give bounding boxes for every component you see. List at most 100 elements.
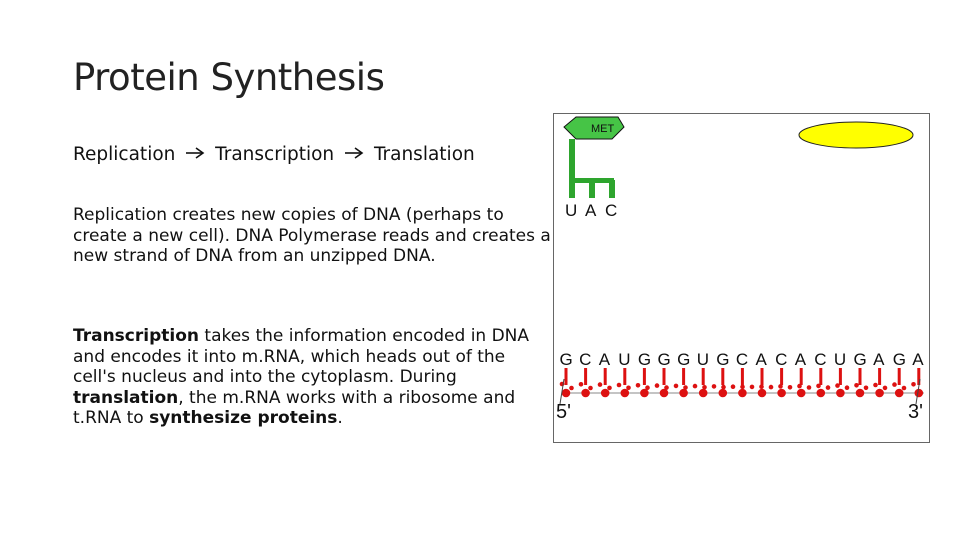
mrna-nucleotide-dot bbox=[796, 388, 806, 398]
mrna-backbone-dot bbox=[873, 382, 878, 388]
mrna-backbone-dot bbox=[730, 384, 736, 390]
mrna-backbone-dot bbox=[844, 385, 850, 391]
mrna-nucleotide-dot bbox=[816, 388, 826, 398]
mrna-base-stem bbox=[799, 368, 803, 385]
mrna-backbone-dot bbox=[664, 385, 669, 390]
trna-prong bbox=[609, 180, 615, 198]
mrna-base-stem bbox=[584, 368, 588, 385]
flow-step-translation: Translation bbox=[373, 144, 475, 165]
trna-head bbox=[563, 116, 625, 140]
mrna-backbone-dot bbox=[854, 383, 859, 388]
mrna-base-letter: C bbox=[579, 350, 591, 369]
mrna-nucleotide-dot bbox=[855, 388, 865, 398]
transcription-paragraph: Transcription takes the information enco… bbox=[73, 326, 553, 429]
mrna-base-stem bbox=[642, 368, 646, 385]
mrna-backbone-dot bbox=[806, 385, 812, 390]
mrna-nucleotide-dot bbox=[620, 388, 630, 398]
mrna-nucleotide-dot bbox=[581, 388, 590, 398]
mrna-base-stem bbox=[838, 368, 842, 385]
mrna-backbone-dot bbox=[778, 384, 783, 389]
right-arrow-icon bbox=[340, 144, 368, 165]
mrna-nucleotide-dot bbox=[875, 388, 884, 398]
mrna-nucleotide-dot bbox=[679, 388, 688, 398]
replication-paragraph: Replication creates new copies of DNA (p… bbox=[73, 205, 551, 266]
mrna-base-stem bbox=[760, 368, 764, 385]
mrna-base-stem bbox=[740, 368, 744, 385]
anticodon-base: C bbox=[605, 201, 617, 220]
mrna-base-letter: C bbox=[775, 350, 787, 369]
mrna-base-stem bbox=[819, 368, 823, 385]
mrna-backbone-dot bbox=[768, 384, 774, 390]
mrna-backbone-dot bbox=[654, 383, 660, 388]
mrna-nucleotide-dot bbox=[698, 388, 708, 398]
mrna-backbone-dot bbox=[673, 383, 679, 389]
mrna-backbone-dot bbox=[911, 382, 916, 387]
flow-step-transcription: Transcription bbox=[215, 144, 335, 165]
slide-title: Protein Synthesis bbox=[73, 56, 385, 99]
trna-prong bbox=[569, 180, 575, 198]
mrna-end-tick bbox=[559, 378, 565, 405]
mrna-base-letter: G bbox=[658, 350, 671, 369]
mrna-base-stem bbox=[682, 368, 686, 385]
mrna-backbone-dot bbox=[863, 385, 869, 391]
mrna-backbone-dot bbox=[607, 385, 612, 391]
mrna-nucleotide-dot bbox=[738, 388, 747, 398]
trna-label: MET bbox=[591, 123, 615, 135]
mrna-base-letter: G bbox=[893, 350, 906, 369]
mrna-base-letter: A bbox=[873, 350, 885, 369]
mrna-base-stem bbox=[701, 368, 705, 385]
mrna-nucleotide-dot bbox=[914, 388, 924, 398]
mrna-nucleotide-dot bbox=[718, 388, 728, 398]
mrna-backbone-dot bbox=[645, 385, 650, 391]
term-transcription: Transcription bbox=[73, 326, 199, 346]
mrna-base-stem bbox=[917, 368, 921, 385]
mrna-nucleotide-dot bbox=[777, 388, 786, 398]
mrna-base-letter: C bbox=[814, 350, 826, 369]
trna-stem bbox=[569, 139, 575, 181]
para-text: . bbox=[337, 408, 343, 428]
mrna-base-stem bbox=[564, 368, 568, 385]
mrna-backbone-dot bbox=[578, 382, 584, 387]
mrna-backbone-dot bbox=[635, 383, 641, 388]
mrna-base-letter: U bbox=[697, 350, 709, 369]
mrna-base-stem bbox=[662, 368, 666, 385]
mrna-base-stem bbox=[858, 368, 862, 385]
right-arrow-icon bbox=[181, 144, 209, 165]
mrna-base-stem bbox=[897, 368, 901, 385]
mrna-backbone-dot bbox=[616, 382, 622, 388]
mrna-backbone-dot bbox=[759, 384, 764, 390]
mrna-backbone-dot bbox=[711, 384, 717, 389]
term-synthesize-proteins: synthesize proteins bbox=[149, 408, 338, 428]
mrna-nucleotide-dot bbox=[757, 388, 767, 398]
mrna-base-letter: C bbox=[736, 350, 748, 369]
mrna-end-tick bbox=[915, 378, 921, 405]
mrna-base-letter: G bbox=[716, 350, 729, 369]
mrna-backbone-dot bbox=[749, 384, 755, 390]
mrna-base-stem bbox=[603, 368, 607, 385]
five-prime-label: 5' bbox=[556, 401, 571, 423]
mrna-backbone-dot bbox=[692, 383, 698, 389]
mrna-base-letter: G bbox=[854, 350, 867, 369]
mrna-backbone-dot bbox=[626, 385, 631, 391]
mrna-backbone-dot bbox=[787, 385, 793, 390]
trna-prong bbox=[589, 180, 595, 198]
mrna-backbone-dot bbox=[882, 385, 888, 391]
mrna-base-letter: A bbox=[756, 350, 768, 369]
mrna-nucleotide-dot bbox=[894, 388, 904, 398]
mrna-nucleotide-dot bbox=[561, 388, 571, 398]
mrna-base-letter: A bbox=[912, 350, 924, 369]
three-prime-label: 3' bbox=[908, 401, 923, 423]
trna-molecule: MET bbox=[563, 116, 625, 198]
mrna-base-stem bbox=[780, 368, 784, 385]
mrna-backbone-dot bbox=[721, 384, 726, 390]
mrna-backbone-dot bbox=[740, 384, 745, 390]
mrna-base-letter: A bbox=[795, 350, 807, 369]
term-translation: translation bbox=[73, 387, 179, 408]
mrna-backbone-dot bbox=[901, 385, 907, 391]
mrna-backbone-dot bbox=[683, 385, 688, 390]
mrna-base-letter: G bbox=[677, 350, 690, 369]
mrna-base-letter: G bbox=[560, 350, 573, 369]
